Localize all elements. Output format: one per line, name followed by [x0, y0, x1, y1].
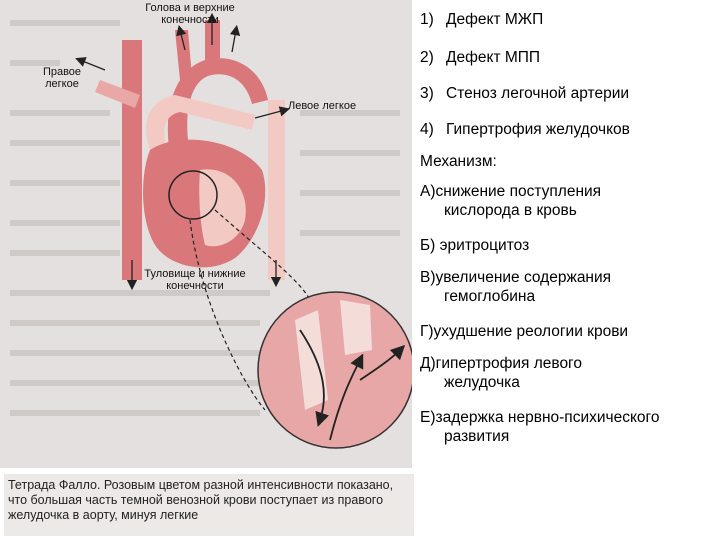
label-left-lung: Левое легкое	[288, 100, 357, 112]
defect-text: Стеноз легочной артерии	[446, 85, 630, 102]
defect-number: 3)	[420, 85, 434, 102]
defect-text: Гипертрофия желудочков	[446, 121, 630, 138]
mechanism-title: Механизм:	[420, 153, 497, 170]
defect-text: Дефект МЖП	[446, 11, 544, 28]
defect-item: 4) Гипертрофия желудочков	[420, 120, 630, 139]
mechanism-line: В)увеличение содержания	[420, 269, 612, 286]
aorta	[167, 58, 268, 165]
mechanism-line-continued: гемоглобина	[444, 288, 536, 305]
defect-text: Дефект МПП	[446, 49, 541, 66]
defect-item: 3) Стеноз легочной артерии	[420, 84, 629, 103]
mechanism-line-continued: желудочка	[444, 374, 520, 391]
mechanism-line-continued: кислорода в кровь	[444, 202, 577, 219]
defect-number: 4)	[420, 121, 434, 138]
label-head: Голова и верхние конечности	[145, 2, 235, 26]
mechanism-line: Г)ухудшение реологии крови	[420, 323, 629, 340]
mechanism-line: Д)гипертрофия левого	[420, 355, 582, 372]
defect-item: 1) Дефект МЖП	[420, 10, 543, 29]
vena-cava	[122, 40, 142, 280]
mechanism-item: Б) эритроцитоз	[420, 236, 529, 255]
mechanism-line: Е)задержка нервно-психического	[420, 409, 660, 426]
mechanism-line-continued: развития	[444, 428, 510, 445]
mechanism-item: Д)гипертрофия левого желудочка	[420, 354, 582, 392]
mechanism-item: Е)задержка нервно-психического развития	[420, 408, 659, 446]
defect-number: 1)	[420, 11, 434, 28]
heart-diagram	[10, 12, 412, 449]
mechanism-line: А)снижение поступления	[420, 183, 602, 200]
mechanism-item: Г)ухудшение реологии крови	[420, 322, 628, 341]
defect-item: 2) Дефект МПП	[420, 48, 540, 67]
mechanism-line: Б) эритроцитоз	[420, 237, 530, 254]
pulmonary-artery	[146, 95, 255, 150]
label-right-lung: Правое легкое	[42, 66, 82, 90]
mechanism-item: В)увеличение содержания гемоглобина	[420, 268, 611, 306]
label-trunk: Туловище и нижние конечности	[144, 268, 246, 292]
mechanism-item: А)снижение поступления кислорода в кровь	[420, 182, 601, 220]
defect-number: 2)	[420, 49, 434, 66]
figure-caption: Тетрада Фалло. Розовым цветом разной инт…	[4, 474, 414, 536]
heart-diagram-figure: Голова и верхние конечности Правое легко…	[0, 0, 412, 468]
